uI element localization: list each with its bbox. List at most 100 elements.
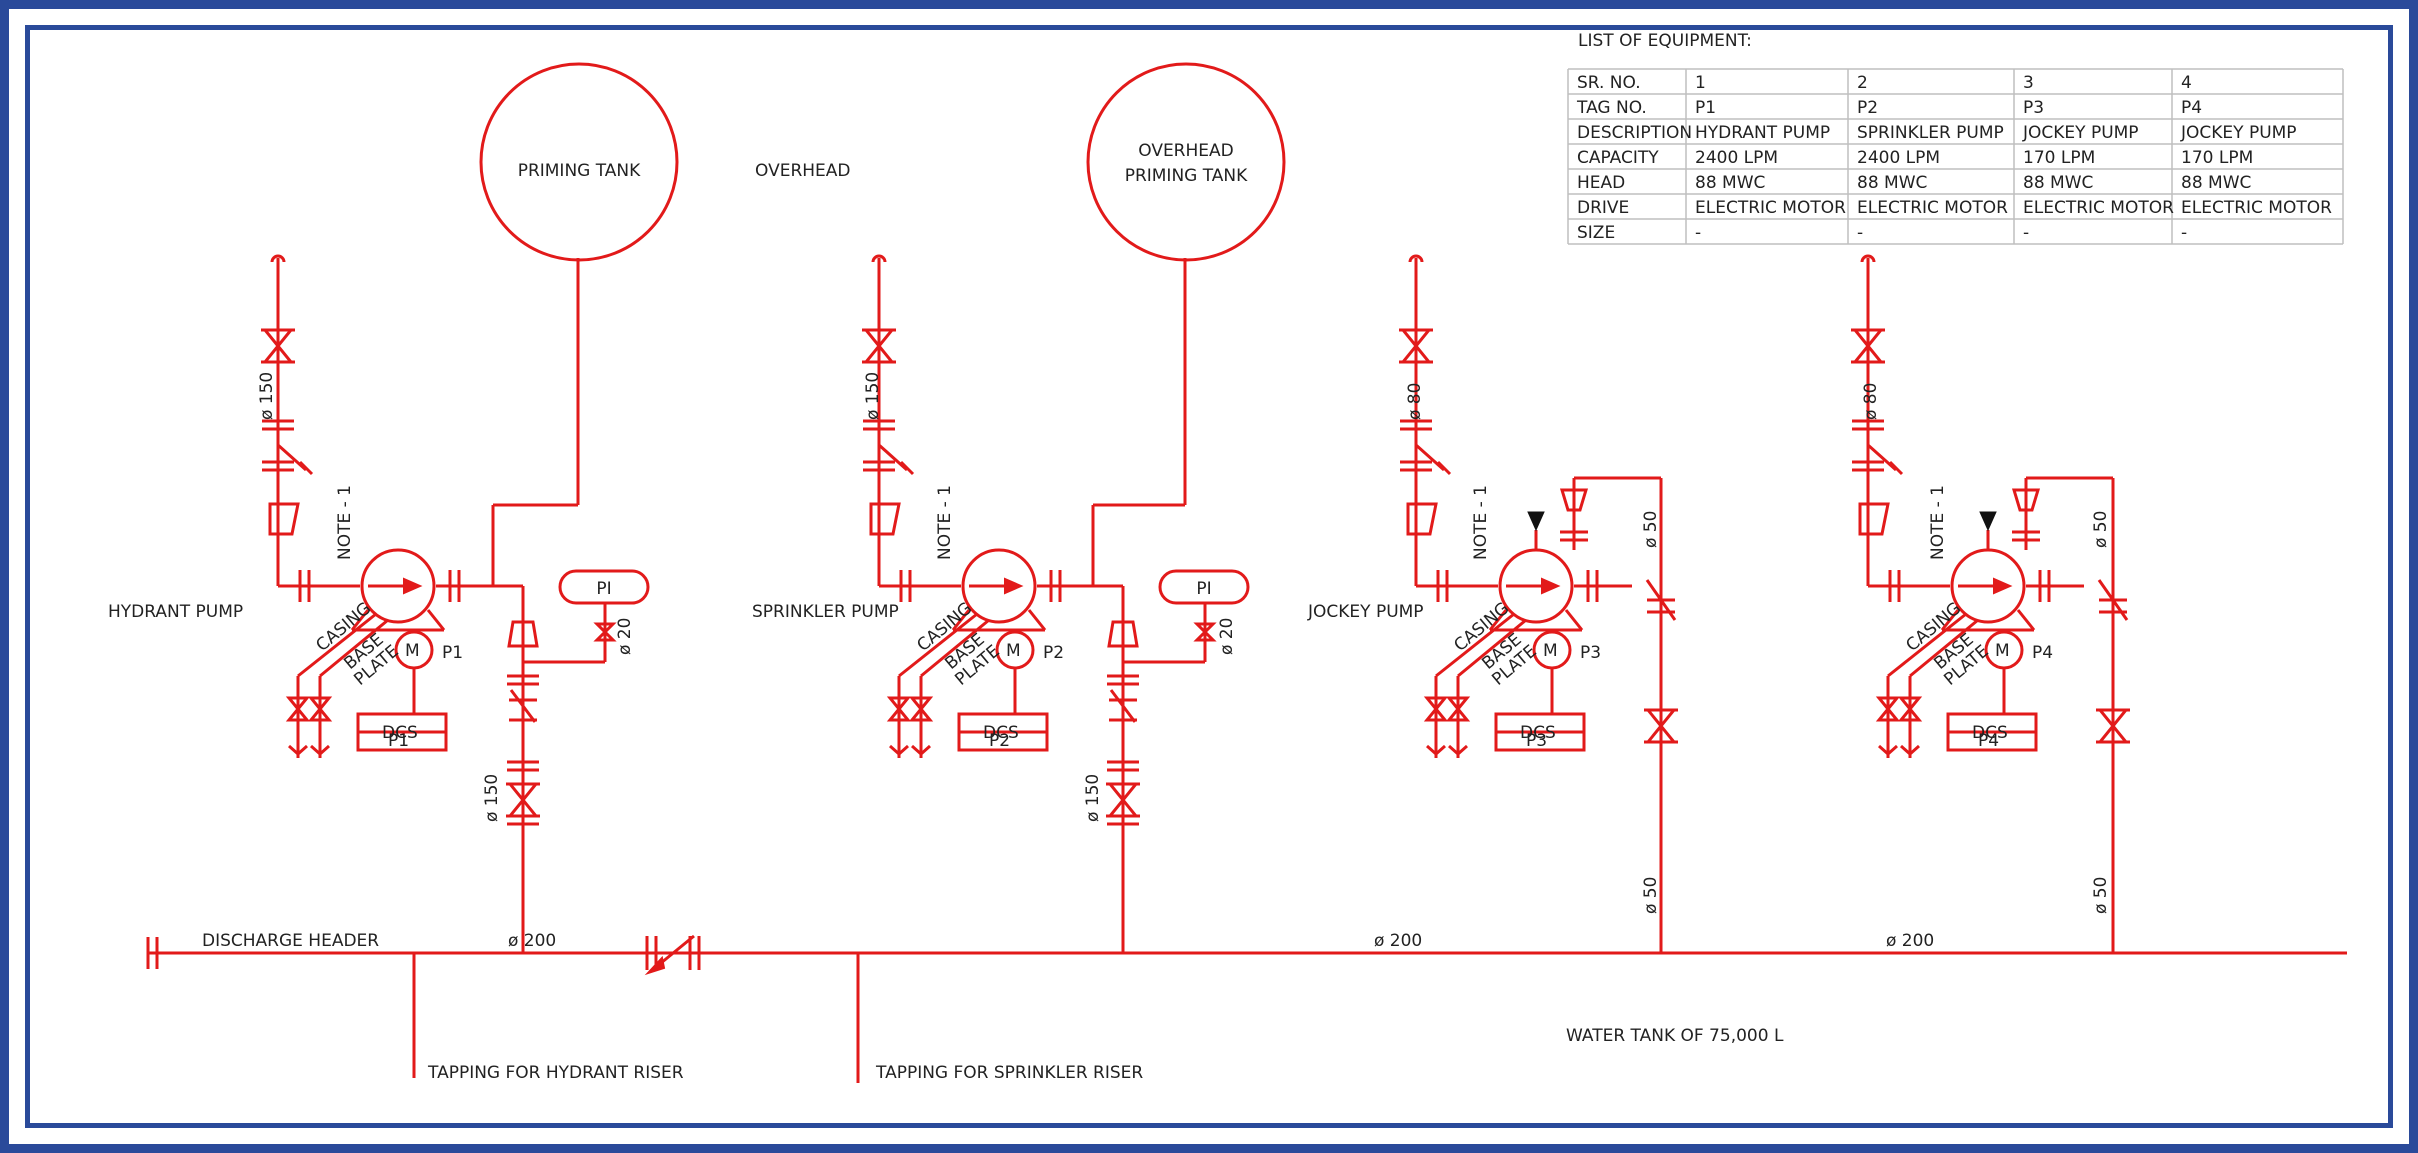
table-cell: SIZE [1577, 223, 1615, 243]
pump-tag: P2 [1043, 643, 1064, 663]
discharge-header: DISCHARGE HEADER ø 200 ø 200 ø 200 [146, 931, 2347, 976]
pressure-gauge-2: PI ø 20 [1158, 569, 1250, 655]
equipment-table-title: LIST OF EQUIPMENT: [1578, 31, 1752, 51]
dcs-tag: P1 [388, 731, 409, 751]
pump-2-note: NOTE - 1 [935, 485, 955, 560]
table-cell: 88 MWC [1695, 173, 1765, 193]
table-cell: CAPACITY [1577, 148, 1659, 168]
priming-tank-2: OVERHEAD PRIMING TANK [1086, 62, 1286, 262]
table-cell: 2400 LPM [1695, 148, 1778, 168]
dcs-label: DCS [1972, 723, 2008, 743]
table-cell: 88 MWC [1857, 173, 1927, 193]
dcs-label: DCS [983, 723, 1019, 743]
table-cell: ELECTRIC MOTOR [1695, 198, 1846, 218]
water-tank-label: WATER TANK OF 75,000 L [1566, 1026, 1784, 1046]
pump-3-note: NOTE - 1 [1471, 485, 1491, 560]
table-cell: DESCRIPTION [1577, 123, 1692, 143]
table-cell: 2400 LPM [1857, 148, 1940, 168]
table-cell: - [1857, 223, 1863, 243]
pump-unit-p3 [1399, 254, 1678, 953]
table-cell: ELECTRIC MOTOR [1857, 198, 2008, 218]
table-cell: SPRINKLER PUMP [1857, 123, 2004, 143]
header-size-2: ø 200 [1374, 931, 1422, 951]
priming-tank-2-label-2: PRIMING TANK [1125, 166, 1248, 186]
pump-1-suction-size: ø 150 [257, 372, 277, 420]
tapping-hydrant: TAPPING FOR HYDRANT RISER [412, 953, 684, 1083]
table-cell: 88 MWC [2181, 173, 2251, 193]
table-cell: DRIVE [1577, 198, 1629, 218]
header-size-3: ø 200 [1886, 931, 1934, 951]
table-cell: JOCKEY PUMP [2022, 123, 2139, 143]
priming-tank-1-label: PRIMING TANK [518, 161, 641, 181]
table-cell: HYDRANT PUMP [1695, 123, 1830, 143]
pump-casing-1 [961, 548, 1037, 624]
pump-unit-p4 [1851, 254, 2130, 953]
pump-4-suction-size: ø 80 [1861, 383, 1881, 420]
tapping-sprinkler: TAPPING FOR SPRINKLER RISER [856, 953, 1143, 1083]
table-cell: 2 [1857, 73, 1868, 93]
pump-2-suction-size: ø 150 [863, 372, 883, 420]
pump-tag: P3 [1580, 643, 1601, 663]
dcs-label: DCS [382, 723, 418, 743]
pressure-gauge-2-size: ø 20 [1217, 618, 1237, 655]
tapping-hydrant-label: TAPPING FOR HYDRANT RISER [427, 1063, 684, 1083]
motor-label: M [1995, 641, 2010, 661]
pump-1-discharge-size: ø 150 [482, 774, 502, 822]
table-cell: P4 [2181, 98, 2202, 118]
table-cell: TAG NO. [1576, 98, 1647, 118]
table-cell: - [2023, 223, 2029, 243]
table-cell: ELECTRIC MOTOR [2023, 198, 2174, 218]
motor-label: M [1006, 641, 1021, 661]
dcs-label: DCS [1520, 723, 1556, 743]
pump-2-discharge-size: ø 150 [1083, 774, 1103, 822]
pump-3-header-size: ø 50 [1641, 877, 1661, 914]
pump-4-header-size: ø 50 [2091, 877, 2111, 914]
pump-4-note: NOTE - 1 [1928, 485, 1948, 560]
pump-tag: P4 [2032, 643, 2053, 663]
table-cell: P2 [1857, 98, 1878, 118]
pressure-gauge-2-label: PI [1196, 579, 1211, 599]
pump-3-discharge-size: ø 50 [1641, 511, 1661, 548]
table-cell: 170 LPM [2023, 148, 2095, 168]
tapping-sprinkler-label: TAPPING FOR SPRINKLER RISER [875, 1063, 1143, 1083]
pressure-gauge-1-label: PI [596, 579, 611, 599]
motor-label: M [405, 641, 420, 661]
table-cell: HEAD [1577, 173, 1625, 193]
table-cell: - [1695, 223, 1701, 243]
discharge-header-label: DISCHARGE HEADER [202, 931, 379, 951]
overhead-label: OVERHEAD [755, 161, 851, 181]
table-cell: P1 [1695, 98, 1716, 118]
pressure-gauge-1: PI ø 20 [558, 569, 650, 655]
pump-3-name: JOCKEY PUMP [1307, 602, 1424, 622]
pressure-gauge-1-size: ø 20 [615, 618, 635, 655]
pump-tag: P1 [442, 643, 463, 663]
table-cell: 88 MWC [2023, 173, 2093, 193]
table-cell: P3 [2023, 98, 2044, 118]
inner-border [25, 25, 2393, 1128]
motor-label: M [1543, 641, 1558, 661]
pump-3-suction-size: ø 80 [1405, 383, 1425, 420]
dcs-tag: P3 [1526, 731, 1547, 751]
priming-tank-2-label-1: OVERHEAD [1138, 141, 1234, 161]
dcs-tag: P4 [1978, 731, 1999, 751]
table-cell: 3 [2023, 73, 2034, 93]
pump-1-name: HYDRANT PUMP [108, 602, 243, 622]
table-cell: 170 LPM [2181, 148, 2253, 168]
table-cell: SR. NO. [1577, 73, 1641, 93]
priming-tank-1: PRIMING TANK [479, 62, 679, 262]
pump-2-name: SPRINKLER PUMP [752, 602, 899, 622]
dcs-tag: P2 [989, 731, 1010, 751]
table-cell: ELECTRIC MOTOR [2181, 198, 2332, 218]
header-size-1: ø 200 [508, 931, 556, 951]
pump-unit-p2 [862, 254, 1217, 953]
table-cell: JOCKEY PUMP [2180, 123, 2297, 143]
pump-4-discharge-size: ø 50 [2091, 511, 2111, 548]
pump-casing-0 [360, 548, 436, 624]
table-cell: - [2181, 223, 2187, 243]
pump-1-note: NOTE - 1 [335, 485, 355, 560]
pump-unit-p1 [261, 254, 617, 953]
table-cell: 4 [2181, 73, 2192, 93]
